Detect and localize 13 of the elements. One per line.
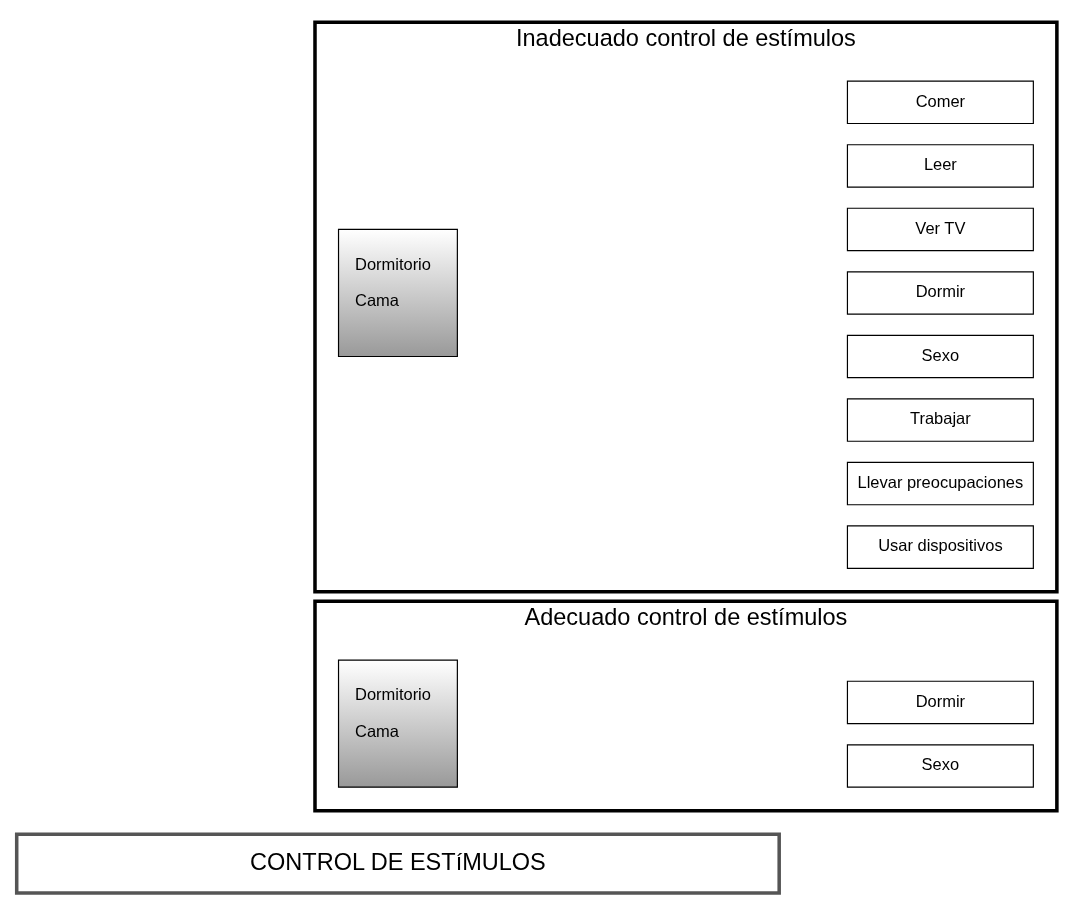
node-box: Llevar preocupaciones — [846, 461, 1034, 506]
node-box: Dormir — [846, 271, 1034, 315]
node-box: CONTROL DE ESTíMULOS — [14, 832, 781, 895]
node-box: Dormitorio Cama — [337, 228, 458, 358]
node-box: Ver TV — [846, 207, 1034, 252]
node-box: Dormir — [846, 680, 1034, 725]
node-box: Sexo — [846, 334, 1034, 379]
node-box: Dormitorio Cama — [337, 659, 458, 788]
node-box: Comer — [846, 80, 1034, 125]
node-box: Sexo — [846, 744, 1034, 788]
node-box: Trabajar — [846, 398, 1034, 442]
node-box: Leer — [846, 144, 1034, 188]
node-box: Usar dispositivos — [846, 525, 1034, 569]
